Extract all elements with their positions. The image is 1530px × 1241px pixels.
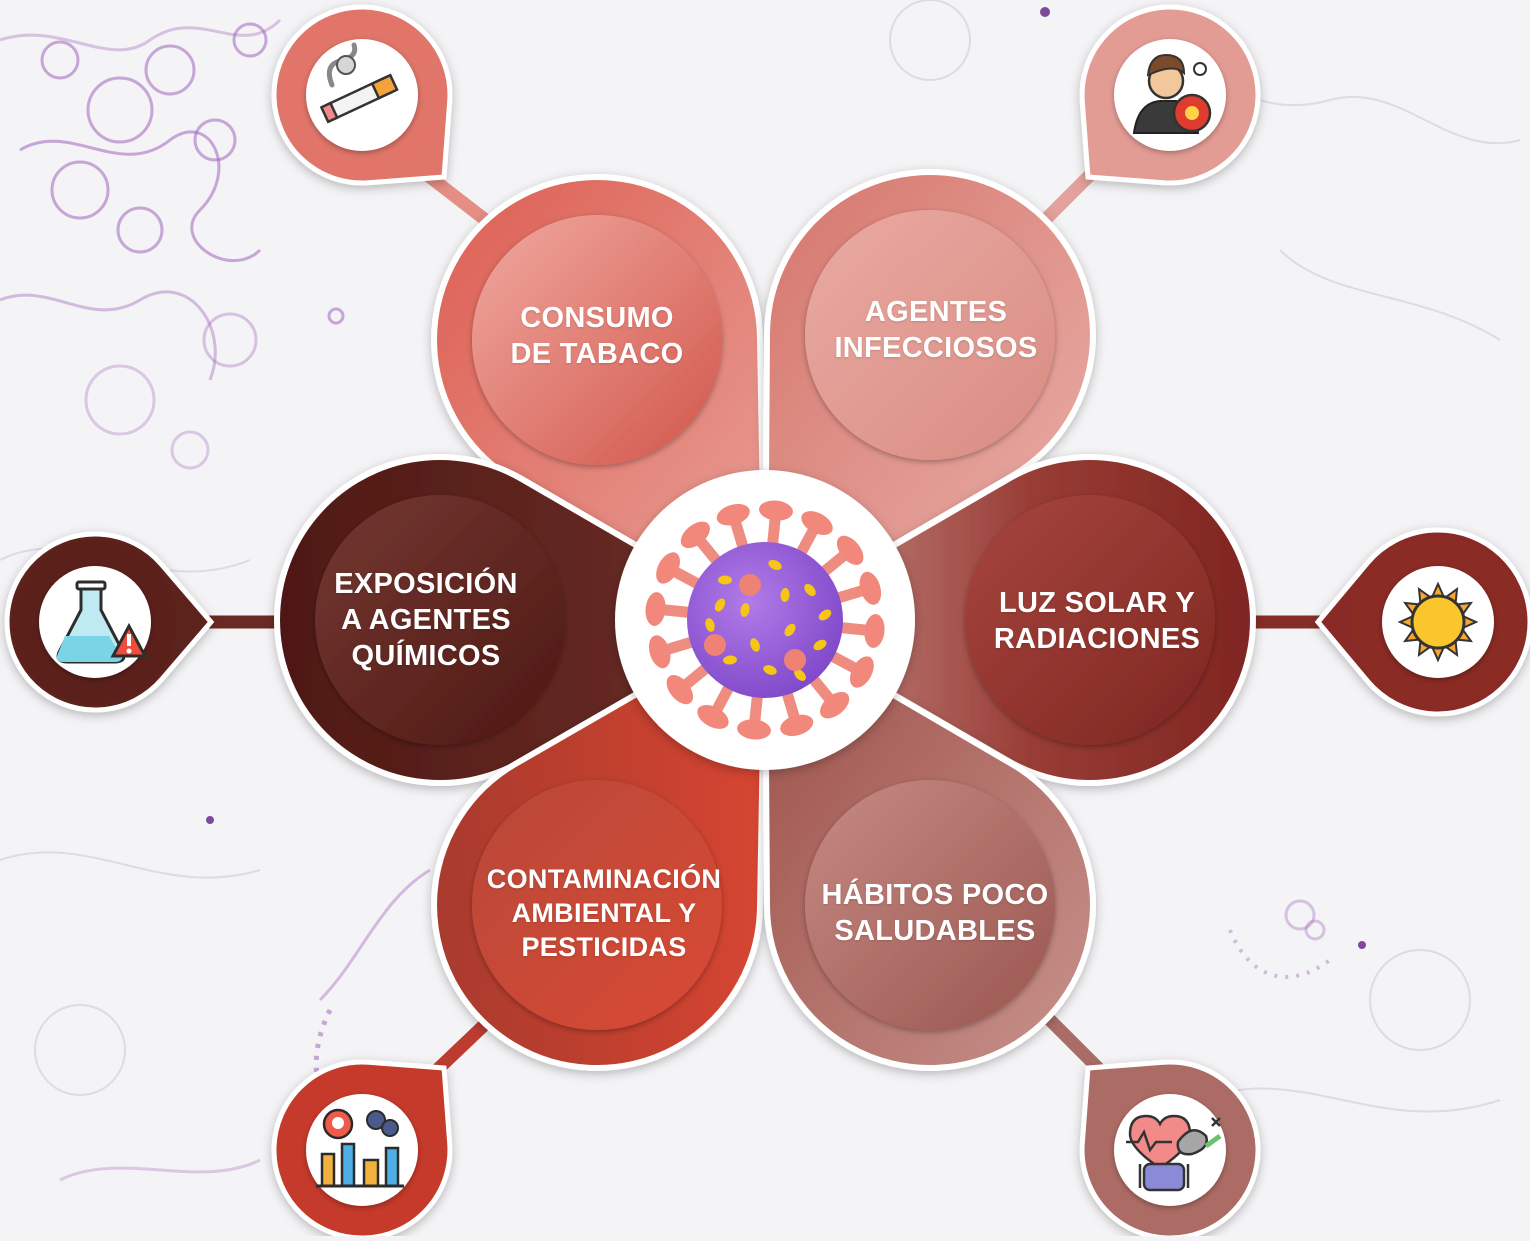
unhealthy-habits-icon [1126, 1114, 1222, 1192]
virus-icon [645, 500, 885, 740]
factor-label-tabaco: CONSUMO DE TABACO [510, 302, 684, 370]
center-virus-hub [615, 470, 915, 770]
factor-inner-disc-habitos [805, 780, 1055, 1030]
background-cells-texture [0, 7, 1366, 1182]
sun-icon [1397, 581, 1479, 663]
factor-label-contaminacion: CONTAMINACIÓN AMBIENTAL Y PESTICIDAS [486, 864, 722, 962]
factor-petal-solar [759, 454, 1256, 786]
icon-pin-infecciosos [1079, 4, 1261, 186]
factor-inner-disc-infecciosos [805, 210, 1055, 460]
factor-label-habitos: HÁBITOS POCO SALUDABLES [821, 879, 1049, 947]
chemical-flask-warning-icon [56, 580, 148, 664]
icon-pin-contaminacion [271, 1059, 453, 1241]
factor-petal-quimicos [274, 454, 771, 786]
icon-pin-solar [1314, 527, 1530, 717]
factory-pollution-icon [316, 1108, 404, 1188]
factor-inner-disc-quimicos [315, 495, 565, 745]
cigarette-icon [319, 42, 399, 124]
factor-label-infecciosos: AGENTES INFECCIOSOS [834, 296, 1038, 364]
icon-pin-tabaco [271, 4, 453, 186]
factor-label-solar: LUZ SOLAR Y RADIACIONES [993, 587, 1201, 655]
factor-label-quimicos: EXPOSICIÓN A AGENTES QUÍMICOS [334, 568, 518, 672]
factor-inner-disc-contaminacion [472, 780, 722, 1030]
icon-pin-quimicos [4, 531, 215, 713]
sick-person-virus-icon [1132, 53, 1212, 134]
factor-inner-disc-tabaco [472, 215, 722, 465]
factor-inner-disc-solar [965, 495, 1215, 745]
icon-pin-habitos [1079, 1059, 1261, 1241]
